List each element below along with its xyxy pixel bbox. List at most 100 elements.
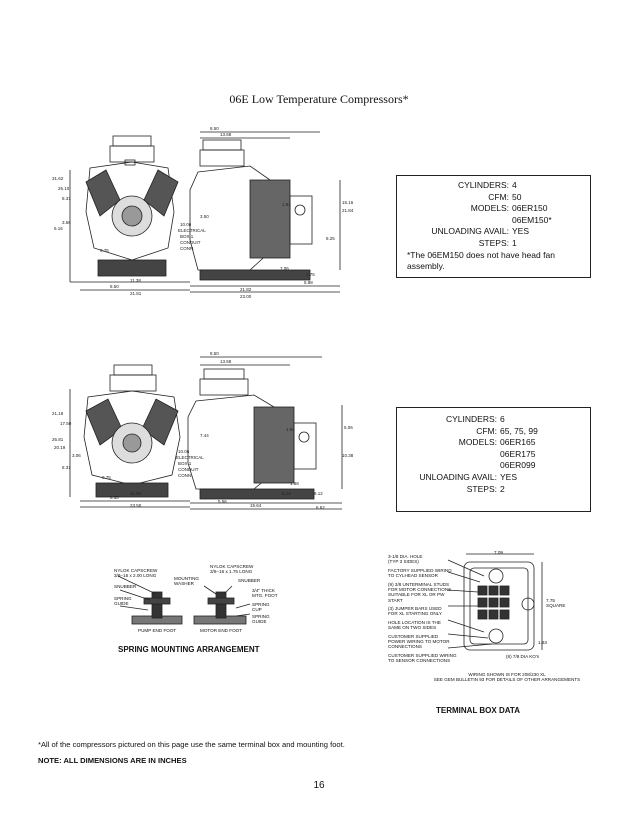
svg-text:21.82: 21.82 — [240, 287, 252, 292]
svg-text:5.56: 5.56 — [218, 499, 227, 504]
svg-text:21.81: 21.81 — [130, 291, 142, 296]
svg-text:7.44: 7.44 — [200, 433, 209, 438]
svg-text:CONDUIT: CONDUIT — [178, 467, 199, 472]
compressor-6cyl-svg: 8.50 13.68 21.18 17.50 26.81 20.19 8.31 … — [52, 351, 354, 510]
label-snubber-1: SNUBBER — [114, 584, 137, 589]
spec-row: 06ER099 — [500, 460, 536, 471]
svg-text:ELECTRICAL: ELECTRICAL — [178, 228, 206, 233]
label-washer: MOUNTING WASHER — [174, 576, 200, 587]
label-motor-end-foot: MOTOR END FOOT — [200, 628, 243, 633]
page-title: 06E Low Temperature Compressors* — [229, 92, 409, 106]
svg-text:CONDUIT: CONDUIT — [180, 240, 201, 245]
svg-text:7.06: 7.06 — [280, 266, 289, 271]
terminal-caption: TERMINAL BOX DATA — [436, 706, 520, 715]
svg-text:26.81: 26.81 — [52, 437, 64, 442]
label-pump-end-foot: PUMP END FOOT — [138, 628, 177, 633]
svg-text:1.94: 1.94 — [282, 202, 291, 207]
label-guide-2: SPRING GUIDE — [252, 614, 270, 625]
spec-row: 06EM150* — [512, 214, 552, 225]
spec-row: MODELS:06ER150 — [470, 203, 548, 214]
svg-text:8.25: 8.25 — [326, 236, 335, 241]
label-snubber-2: SNUBBER — [238, 578, 261, 583]
svg-text:1.75: 1.75 — [306, 272, 315, 277]
svg-text:15.64: 15.64 — [250, 503, 262, 508]
svg-text:13.68: 13.68 — [220, 359, 232, 364]
svg-text:23.00: 23.00 — [240, 294, 252, 299]
svg-text:8.31: 8.31 — [62, 465, 71, 470]
tb-dim-depth: 1.63 — [538, 640, 547, 645]
label-spring-cup: SPRING CUP — [252, 602, 270, 613]
svg-text:0.75: 0.75 — [100, 248, 109, 253]
svg-text:ELECTRICAL: ELECTRICAL — [176, 455, 204, 460]
svg-text:3.58: 3.58 — [62, 220, 71, 225]
svg-text:20.19: 20.19 — [54, 445, 66, 450]
svg-text:15.16: 15.16 — [342, 200, 354, 205]
spec-box-4cyl: CYLINDERS:4 CFM:50 MODELS:06ER150 06EM15… — [396, 175, 591, 278]
svg-text:8.50: 8.50 — [210, 126, 219, 131]
spring-caption: SPRING MOUNTING ARRANGEMENT — [118, 645, 260, 654]
svg-text:10.38: 10.38 — [342, 453, 354, 458]
svg-text:23.50: 23.50 — [130, 503, 142, 508]
svg-text:CONN.: CONN. — [180, 246, 195, 251]
svg-text:5.06: 5.06 — [344, 425, 353, 430]
spec-box-6cyl: CYLINDERS:6 CFM:65, 75, 99 MODELS:06ER16… — [396, 407, 591, 512]
svg-text:6.62: 6.62 — [316, 505, 325, 510]
svg-text:8.50: 8.50 — [110, 284, 119, 289]
svg-text:BOX 1: BOX 1 — [178, 461, 192, 466]
svg-text:1.88: 1.88 — [290, 481, 299, 486]
svg-text:13.68: 13.68 — [220, 132, 232, 137]
svg-text:31.62: 31.62 — [52, 176, 64, 181]
dimensions-note: NOTE: ALL DIMENSIONS ARE IN INCHES — [38, 756, 187, 765]
terminal-box-figure: 3-1/8 DIA. HOLE(TYP 3 SIDES) FACTORY SUP… — [388, 550, 588, 700]
tb-dim-width: 7.09 — [494, 550, 503, 555]
svg-text:11.38: 11.38 — [130, 278, 141, 283]
svg-text:6.16: 6.16 — [54, 226, 63, 231]
svg-text:0.75: 0.75 — [102, 475, 111, 480]
compressor-4cyl-svg: 8.50 13.68 31.62 26.10 8.31 6.16 3.58 0.… — [52, 126, 354, 299]
label-thick-foot: 3/4" THICK MTG. FOOT — [252, 588, 278, 599]
svg-text:21.18: 21.18 — [52, 411, 64, 416]
svg-text:26.10: 26.10 — [58, 186, 70, 191]
spec-row: UNLOADING AVAIL:YES — [431, 226, 530, 237]
svg-text:6.50: 6.50 — [110, 495, 119, 500]
spec-row: STEPS:2 — [466, 483, 505, 494]
svg-text:10.06: 10.06 — [178, 449, 190, 454]
page-number: 16 — [313, 780, 325, 791]
svg-text:BOX 1: BOX 1 — [180, 234, 194, 239]
svg-text:8.31: 8.31 — [62, 196, 71, 201]
tb-label-knockouts: (8) 7/8 DIA KO's — [506, 654, 540, 659]
compressor-4cyl-drawing: 8.50 13.68 31.62 26.10 8.31 6.16 3.58 0.… — [50, 120, 380, 300]
spec-row: UNLOADING AVAIL:YES — [419, 471, 518, 482]
compressor-6cyl-drawing: 8.50 13.68 21.18 17.50 26.81 20.19 8.31 … — [50, 345, 380, 515]
svg-text:1.94: 1.94 — [286, 427, 295, 432]
svg-text:5.14: 5.14 — [282, 491, 291, 496]
svg-text:8.50: 8.50 — [210, 351, 219, 356]
label-guide-1: SPRING GUIDE — [114, 596, 132, 607]
spring-mounting-svg — [117, 575, 251, 625]
svg-text:3.50: 3.50 — [200, 214, 209, 219]
spec-row: CFM:65, 75, 99 — [476, 425, 538, 436]
svg-text:10.06: 10.06 — [180, 222, 192, 227]
svg-text:21.84: 21.84 — [342, 208, 354, 213]
svg-text:17.50: 17.50 — [60, 421, 72, 426]
spec-row: STEPS:1 — [478, 237, 517, 248]
spec-row: MODELS:06ER165 — [458, 437, 536, 448]
terminal-box-svg — [447, 553, 543, 651]
footnote: *All of the compressors pictured on this… — [38, 740, 345, 749]
spec-row: CYLINDERS:6 — [445, 414, 505, 424]
spec-note: *The 06EM150 does not have head fan asse… — [407, 249, 555, 272]
svg-text:5.88: 5.88 — [304, 280, 313, 285]
svg-text:CONN.: CONN. — [178, 473, 193, 478]
spec-row: 06ER175 — [500, 448, 536, 459]
